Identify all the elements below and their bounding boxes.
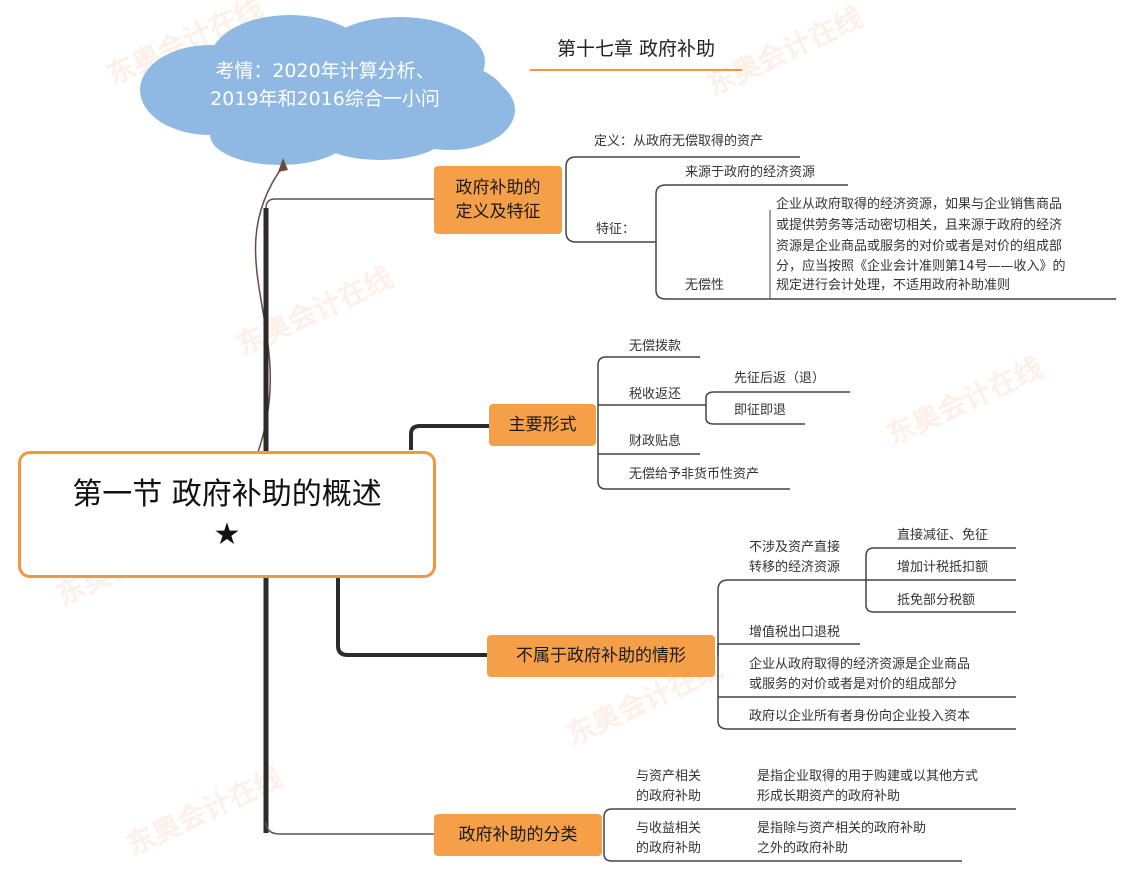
feature-free-detail-5: 规定进行会计处理，不适用政府补助准则 xyxy=(776,278,1011,293)
income-related-desc-1: 是指除与资产相关的政府补助 xyxy=(757,821,927,836)
node-forms[interactable]: 主要形式 xyxy=(489,404,596,446)
feature-free-label: 无偿性 xyxy=(685,278,725,293)
root-title: 第一节 政府补助的概述 xyxy=(72,476,382,512)
feature-free-detail-4: 分，应当按照《企业会计准则第14号——收入》的 xyxy=(776,259,1066,274)
feature-free-detail-2: 或提供劳务等活动密切相关，且来源于政府的经济 xyxy=(776,218,1063,233)
excluded-item1-line2: 转移的经济资源 xyxy=(749,560,841,575)
title-underline xyxy=(530,69,742,71)
form-item: 财政贴息 xyxy=(629,434,682,449)
star-icon: ★ xyxy=(213,516,241,552)
features-label: 特征： xyxy=(596,222,636,237)
asset-related-label-1: 与资产相关 xyxy=(636,769,702,784)
income-related-label-1: 与收益相关 xyxy=(636,821,702,836)
exam-info-line2: 2019年和2016综合一小问 xyxy=(210,88,440,110)
asset-related-desc-2: 形成长期资产的政府补助 xyxy=(757,789,901,804)
cloud-shape xyxy=(140,15,515,165)
tax-refund-sub: 即征即退 xyxy=(734,403,787,418)
root-node[interactable]: 第一节 政府补助的概述 ★ xyxy=(18,451,436,578)
node-definition-line2: 定义及特征 xyxy=(455,202,541,222)
chapter-title: 第十七章 政府补助 xyxy=(556,38,716,60)
excluded-sub: 增加计税抵扣额 xyxy=(897,560,989,575)
excluded-item2: 增值税出口退税 xyxy=(749,625,841,640)
excluded-sub: 抵免部分税额 xyxy=(897,593,976,608)
form-item: 无偿给予非货币性资产 xyxy=(629,467,760,482)
exam-info-cloud: 考情：2020年计算分析、 2019年和2016综合一小问 xyxy=(180,57,470,113)
node-definition-line1: 政府补助的 xyxy=(455,178,541,198)
excluded-item3-line2: 或服务的对价或者是对价的组成部分 xyxy=(749,677,958,692)
asset-related-label-2: 的政府补助 xyxy=(636,789,702,804)
form-item: 税收返还 xyxy=(629,387,682,402)
excluded-item4: 政府以企业所有者身份向企业投入资本 xyxy=(749,709,971,724)
feature-free-detail-1: 企业从政府取得的经济资源，如果与企业销售商品 xyxy=(776,197,1063,212)
definition-text: 定义：从政府无偿取得的资产 xyxy=(594,134,764,149)
node-definition[interactable]: 政府补助的 定义及特征 xyxy=(434,166,562,234)
exam-info-line1: 考情：2020年计算分析、 xyxy=(215,60,435,82)
tax-refund-sub: 先征后返（退） xyxy=(734,371,826,386)
income-related-desc-2: 之外的政府补助 xyxy=(757,841,849,856)
excluded-sub: 直接减征、免征 xyxy=(897,528,989,543)
income-related-label-2: 的政府补助 xyxy=(636,841,702,856)
node-excluded[interactable]: 不属于政府补助的情形 xyxy=(487,635,715,677)
asset-related-desc-1: 是指企业取得的用于购建或以其他方式 xyxy=(757,769,979,784)
feature-source: 来源于政府的经济资源 xyxy=(685,165,816,180)
feature-free-detail-3: 资源是企业商品或服务的对价或者是对价的组成部 xyxy=(776,239,1063,254)
excluded-item3-line1: 企业从政府取得的经济资源是企业商品 xyxy=(749,657,971,672)
form-item: 无偿拨款 xyxy=(629,339,682,354)
node-classification[interactable]: 政府补助的分类 xyxy=(434,814,602,856)
excluded-item1-line1: 不涉及资产直接 xyxy=(749,540,841,555)
